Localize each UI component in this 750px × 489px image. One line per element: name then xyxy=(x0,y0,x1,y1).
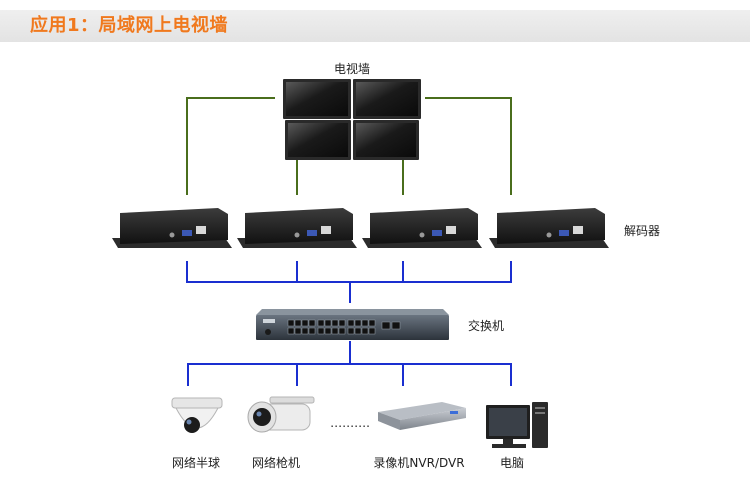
tv-links xyxy=(186,97,512,195)
endpoint-label-computer: 电脑 xyxy=(500,456,524,470)
switch-label: 交换机 xyxy=(468,318,504,333)
network-switch xyxy=(256,309,449,340)
tv-wall-label: 电视墙 xyxy=(334,61,370,76)
tv-monitor-bottom-left xyxy=(285,120,351,160)
switch-endpoint-links xyxy=(187,341,512,386)
tv-monitor-top-left xyxy=(283,79,351,119)
decoder-unit-3 xyxy=(362,208,482,248)
page-header: 应用1：局域网上电视墙 xyxy=(0,10,750,42)
endpoint-label-nvr: 录像机NVR/DVR xyxy=(373,456,464,470)
tv-wall xyxy=(283,79,421,160)
tv-monitor-top-right xyxy=(353,79,421,119)
decoder-unit-4 xyxy=(489,208,609,248)
decoder-unit-1 xyxy=(112,208,232,248)
page-title: 应用1：局域网上电视墙 xyxy=(30,15,229,36)
desktop-computer-icon xyxy=(486,402,548,448)
nvr-recorder-icon xyxy=(378,402,466,430)
endpoint-label-bullet-camera: 网络枪机 xyxy=(252,455,300,470)
decoder-label: 解码器 xyxy=(624,224,660,238)
tv-monitor-bottom-right xyxy=(353,120,419,160)
decoder-unit-2 xyxy=(237,208,357,248)
decoder-group xyxy=(112,208,609,248)
tv-link-4 xyxy=(425,97,512,195)
tv-link-1 xyxy=(186,97,275,195)
dome-camera-icon xyxy=(171,397,223,433)
decoder-switch-links xyxy=(186,261,512,303)
more-devices-ellipsis: ………. xyxy=(330,416,370,430)
endpoint-label-dome-camera: 网络半球 xyxy=(172,455,220,470)
bullet-camera-icon xyxy=(247,396,315,433)
